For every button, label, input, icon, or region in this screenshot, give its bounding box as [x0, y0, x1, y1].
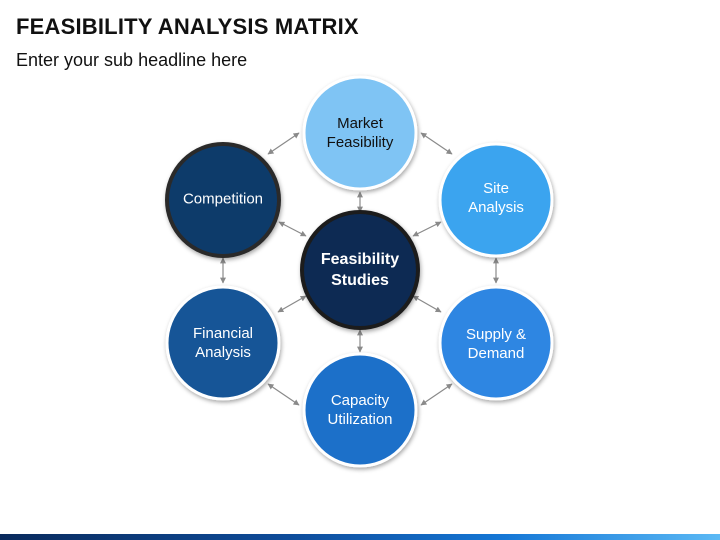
- node-supply-demand: [438, 285, 554, 401]
- node-label-supply: Supply & Demand: [441, 325, 551, 363]
- node-label-line: Capacity: [330, 392, 390, 409]
- node-label-line: Competition: [182, 190, 264, 208]
- node-label-line: Utilization: [327, 411, 393, 428]
- node-label-line: Site: [483, 180, 509, 197]
- node-competition: [165, 142, 281, 258]
- arrow-center-competition: [278, 221, 307, 237]
- node-label-line: Supply &: [465, 326, 527, 343]
- page-subtitle: Enter your sub headline here: [16, 50, 248, 70]
- node-market-feasibility: [302, 75, 418, 191]
- arrow-market-site: [420, 132, 453, 155]
- arrow-supply-capacity: [420, 383, 453, 406]
- arrow-center-site: [412, 221, 442, 237]
- node-label-line: Market: [337, 115, 383, 132]
- node-label-capacity: Capacity Utilization: [305, 391, 415, 429]
- node-label-line: Feasibility: [326, 134, 394, 151]
- center-label-line: Feasibility: [320, 251, 400, 268]
- bottom-accent-bar: [0, 534, 720, 540]
- arrow-capacity-financial: [267, 383, 300, 406]
- page-title: FEASIBILITY ANALYSIS MATRIX: [16, 14, 359, 39]
- node-label-site: Site Analysis: [441, 179, 551, 217]
- node-label-competition: Competition: [168, 190, 278, 209]
- node-label-financial: Financial Analysis: [168, 324, 278, 362]
- node-label-market: Market Feasibility: [305, 114, 415, 152]
- node-site-analysis: [438, 142, 554, 258]
- arrow-center-financial: [277, 295, 307, 313]
- node-label-line: Financial: [192, 325, 254, 342]
- node-capacity-utilization: [302, 352, 418, 468]
- center-label-line: Studies: [331, 272, 389, 289]
- node-label-line: Analysis: [195, 344, 251, 361]
- node-label-line: Demand: [467, 345, 525, 362]
- spoke-arrows: [277, 191, 442, 353]
- ring-arrows: [220, 132, 499, 406]
- node-label-line: Analysis: [468, 199, 524, 216]
- center-label: Feasibility Studies: [310, 249, 410, 291]
- node-center-feasibility-studies: [300, 210, 420, 330]
- arrow-competition-market: [267, 132, 300, 155]
- arrow-center-supply: [412, 295, 442, 313]
- node-financial-analysis: [165, 285, 281, 401]
